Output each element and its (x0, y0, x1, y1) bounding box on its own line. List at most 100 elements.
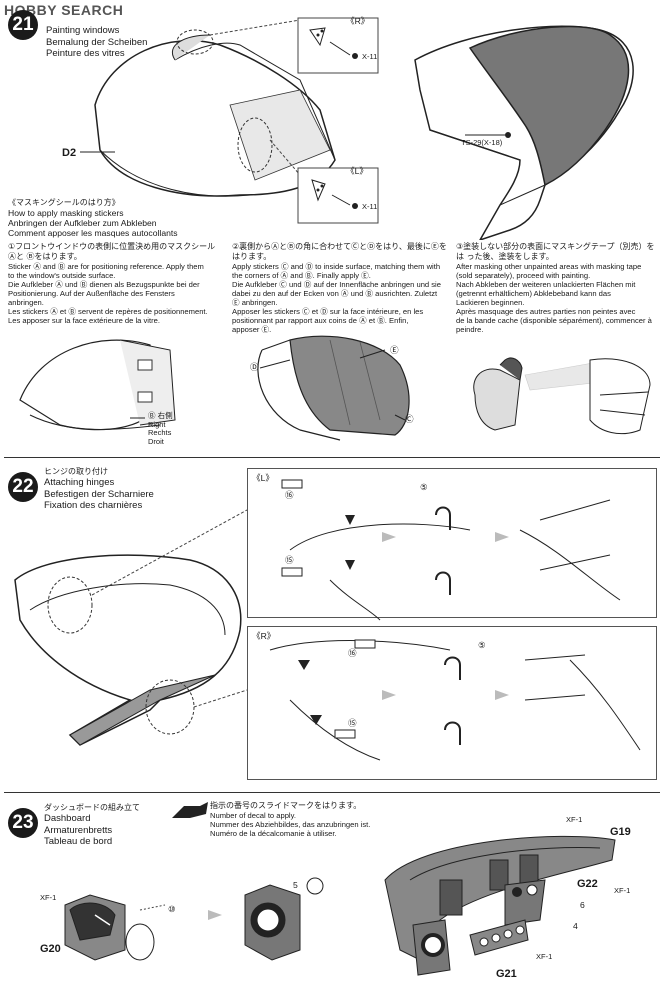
paint-xf1-pod: XF-1 (40, 893, 57, 902)
hinge-right-label: 《R》 (252, 631, 276, 641)
step-22-title-fr: Fixation des charnières (44, 500, 143, 511)
decal-10: ⑩ (168, 904, 176, 914)
step-23-title-fr: Tableau de bord (44, 836, 113, 847)
step-21-title-en: Painting windows (46, 25, 120, 36)
col3-line: de la bande cache (disponible séparément… (456, 316, 652, 325)
step-23-title-jp: ダッシュボードの組み立て (44, 803, 140, 812)
decal-note-fr: Numéro de la décalcomanie à utiliser. (210, 829, 337, 838)
col2-line: positionnant par rapport aux coins de Ⓐ … (232, 316, 409, 325)
decal-note: 指示の番号のスライドマークをはります。 Number of decal to a… (210, 801, 370, 838)
step-22-title: ヒンジの取り付け Attaching hinges Befestigen der… (44, 467, 154, 512)
decal-5-right: ⑤ (478, 640, 486, 650)
part-g20-label: G20 (40, 943, 61, 955)
sticker-e-label: Ⓔ (390, 345, 399, 355)
col2-line: Apposer les stickers Ⓒ et Ⓓ sur la face … (232, 307, 424, 316)
b-right-de: Rechts (148, 428, 172, 437)
col2-text: Apply stickers Ⓒ and Ⓓ to inside surface… (232, 262, 447, 334)
hinge-right-panel (247, 626, 657, 780)
decal-note-jp: 指示の番号のスライドマークをはります。 (210, 801, 362, 810)
divider-21-22 (4, 457, 660, 458)
decal-5-left: ⑤ (420, 482, 428, 492)
sticker-header: 《マスキングシールのはり方》 How to apply masking stic… (8, 198, 178, 238)
step-22-title-de: Befestigen der Scharniere (44, 488, 154, 500)
step-23-title: ダッシュボードの組み立て Dashboard Armaturenbretts T… (44, 803, 140, 848)
col1-line: Les apposer sur la face extérieure de la… (8, 316, 160, 325)
col1-line: Positionierung. Auf der Außenfläche des … (8, 289, 175, 298)
col3-line: After masking other unpainted areas with… (456, 262, 642, 271)
inset-left-label: 《L》 (346, 166, 368, 176)
col2-line: Die Aufkleber Ⓒ und Ⓓ auf der Innenfläch… (232, 280, 441, 289)
col3-text: After masking other unpainted areas with… (456, 262, 658, 334)
part-g19-label: G19 (610, 826, 631, 838)
decal-note-de: Nummer des Abziehbildes, das anzubringen… (210, 820, 371, 829)
step-21-title: Painting windows Bemalung der Scheiben P… (46, 25, 147, 60)
decal-4: 4 (573, 921, 578, 931)
step-21-illustration (80, 17, 634, 240)
hinge-left-panel (247, 468, 657, 618)
col2-jp: ②裏側からⒶとⒷの角に合わせてⒸとⒹをはり、最後にⒺを はります。 (232, 242, 447, 261)
part-d2-label: D2 (62, 147, 77, 159)
decal-16-right: ⑯ (348, 648, 357, 658)
inset-right-label: 《R》 (346, 16, 370, 26)
col3-line: Nach Abkleben der weiteren unlackierten … (456, 280, 636, 289)
paint-ts29: TS-29(X-18) (461, 138, 503, 147)
col1-line: Sticker Ⓐ and Ⓑ are for positioning refe… (8, 262, 204, 271)
col3-line: Après masquage des autres parties non pe… (456, 307, 636, 316)
col2-line: Ⓔ anbringen. (232, 298, 278, 307)
b-right-fr: Droit (148, 436, 164, 446)
col1-line: to the window's outside surface. (8, 271, 116, 280)
sticker-header-fr: Comment apposer les masques autocollants (8, 228, 178, 238)
decal-6: 6 (580, 900, 585, 910)
decal-note-en: Number of decal to apply. (210, 811, 296, 820)
col3-line: (sold separately), proceed with painting… (456, 271, 591, 280)
decal-16-left: ⑯ (285, 490, 294, 500)
col2-line: apposer Ⓔ. (232, 325, 272, 334)
step-21-number: 21 (8, 10, 38, 40)
decal-arrow-icon (172, 802, 208, 818)
masking-illustrations (19, 335, 651, 441)
step-22-illustration (14, 479, 641, 761)
col3-line: (getrennt erhältlichem) Abklebeband kann… (456, 289, 611, 298)
step-21-title-fr: Peinture des vitres (46, 48, 125, 59)
col2-line: Apply stickers Ⓒ and Ⓓ to inside surface… (232, 262, 441, 271)
step-22-title-en: Attaching hinges (44, 477, 115, 488)
step-23-title-en: Dashboard (44, 813, 91, 824)
col1-line: Die Aufkleber Ⓐ und Ⓑ dienen als Bezugsp… (8, 280, 200, 289)
hinge-left-label: 《L》 (252, 473, 274, 483)
paint-x11-right: X-11 (362, 52, 378, 61)
col3-line: Lackieren beginnen. (456, 298, 525, 307)
col1-line: Les stickers Ⓐ et Ⓑ servent de repères d… (8, 307, 208, 316)
step-22-number: 22 (8, 472, 38, 502)
decal-15-left: ⑮ (285, 555, 294, 565)
instruction-column-3: ③塗装しない部分の表面にマスキングテープ（別売）をは った後、塗装をします。 A… (456, 242, 658, 334)
col1-jp: ①フロントウインドウの表側に位置決め用のマスクシール Ⓐと Ⓑをはります。 (8, 242, 216, 261)
sticker-header-jp: 《マスキングシールのはり方》 (8, 198, 120, 207)
step-23-title-de: Armaturenbretts (44, 824, 113, 836)
decal-5-pod: 5 (293, 880, 298, 890)
sticker-d-label: Ⓓ (250, 362, 259, 372)
sticker-c-label: Ⓒ (405, 414, 414, 424)
step-23-illustration (64, 835, 616, 976)
col3-jp: ③塗装しない部分の表面にマスキングテープ（別売）をは った後、塗装をします。 (456, 242, 655, 261)
step-23-number: 23 (8, 808, 38, 838)
step-21-title-de: Bemalung der Scheiben (46, 36, 148, 48)
paint-xf1-dash: XF-1 (566, 815, 583, 824)
col1-line: anbringen. (8, 298, 44, 307)
col2-line: the corners of Ⓐ and Ⓑ. Finally apply Ⓔ. (232, 271, 371, 280)
instruction-column-1: ①フロントウインドウの表側に位置決め用のマスクシール Ⓐと Ⓑをはります。 St… (8, 242, 220, 325)
sticker-header-en: How to apply masking stickers (8, 208, 124, 218)
b-right-label: Ⓑ 右側 Right Rechts Droit (148, 411, 173, 446)
col3-line: peindre. (456, 325, 484, 334)
decal-15-right: ⑮ (348, 718, 357, 728)
step-22-title-jp: ヒンジの取り付け (44, 467, 108, 476)
paint-xf1-g21: XF-1 (536, 952, 553, 961)
part-g22-label: G22 (577, 878, 598, 890)
part-g21-label: G21 (496, 968, 517, 980)
b-right-jp: Ⓑ 右側 (148, 411, 173, 420)
sticker-header-de: Anbringen der Aufkleber zum Abkleben (8, 218, 157, 228)
col2-line: dabei zu den auf der Ecken von Ⓐ und Ⓑ a… (232, 289, 438, 298)
divider-22-23 (4, 792, 660, 793)
col1-text: Sticker Ⓐ and Ⓑ are for positioning refe… (8, 262, 220, 325)
paint-xf1-g22: XF-1 (614, 886, 631, 895)
b-right-en: Right (148, 419, 166, 429)
